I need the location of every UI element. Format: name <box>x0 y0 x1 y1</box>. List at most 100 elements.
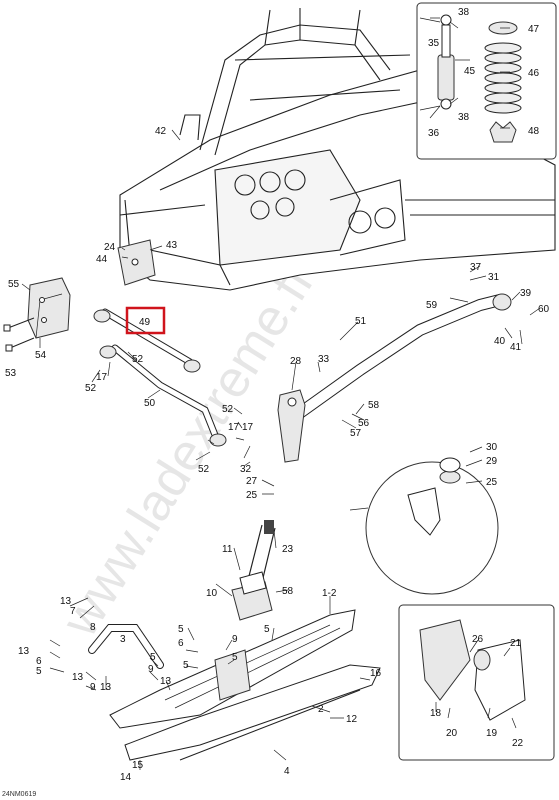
callout-4: 4 <box>284 766 290 777</box>
callout-27: 27 <box>246 476 258 487</box>
callout-9-a: 9 <box>232 634 238 645</box>
handle-3 <box>88 624 164 669</box>
callout-17-a: 17 <box>228 422 240 433</box>
callout-33: 33 <box>318 354 330 365</box>
callout-51: 51 <box>355 316 367 327</box>
callout-49: 49 <box>139 317 151 328</box>
radius-rod-49 <box>93 308 201 373</box>
callout-37: 37 <box>470 262 482 273</box>
spring-23 <box>247 520 276 583</box>
callout-52-bottom: 52 <box>198 464 210 475</box>
callout-13-low: 13 <box>72 672 84 683</box>
spindle-detail-inset <box>349 457 499 595</box>
callout-16: 16 <box>370 668 382 679</box>
callout-25: 25 <box>246 490 258 501</box>
bracket-24 <box>117 239 156 286</box>
callout-5-a: 5 <box>178 624 184 635</box>
radius-rod-50 <box>99 344 227 447</box>
callout-9: 9 <box>148 664 154 675</box>
callout-5-d: 5 <box>264 624 270 635</box>
callout-47: 47 <box>528 24 540 35</box>
callout-55: 55 <box>8 279 20 290</box>
callout-5-c: 5 <box>232 652 238 663</box>
callout-20: 20 <box>446 728 458 739</box>
callout-13-c: 13 <box>100 682 112 693</box>
callout-17-left: 17 <box>96 372 108 383</box>
callout-8: 8 <box>90 622 96 633</box>
callout-12: 12 <box>346 714 358 725</box>
callout-53: 53 <box>5 368 17 379</box>
ski-1-2 <box>109 609 356 729</box>
callout-1-2: 1-2 <box>322 588 337 599</box>
callout-39: 39 <box>520 288 532 299</box>
callout-31: 31 <box>488 272 500 283</box>
spindle-28 <box>277 389 306 463</box>
callout-58-lower: 58 <box>282 586 294 597</box>
callout-17-b: 17 <box>242 422 254 433</box>
runner-16 <box>124 664 381 761</box>
callout-35: 35 <box>428 38 440 49</box>
callout-42: 42 <box>155 126 167 137</box>
callout-32: 32 <box>240 464 252 475</box>
shock-absorber-inset <box>416 2 557 160</box>
callout-21: 21 <box>510 638 522 649</box>
callout-14: 14 <box>120 772 132 783</box>
callout-26: 26 <box>472 634 484 645</box>
callout-22: 22 <box>512 738 524 749</box>
bolts-53 <box>3 317 35 352</box>
callout-23: 23 <box>282 544 294 555</box>
callout-13-mid: 13 <box>18 646 30 657</box>
callout-30: 30 <box>486 442 498 453</box>
callout-10: 10 <box>206 588 218 599</box>
callout-6: 6 <box>36 656 42 667</box>
callout-60: 60 <box>538 304 550 315</box>
callout-48: 48 <box>528 126 540 137</box>
callout-57: 57 <box>350 428 362 439</box>
ski-leg-arm-51 <box>284 293 512 426</box>
callout-18: 18 <box>430 708 442 719</box>
callout-5-b: 5 <box>183 660 189 671</box>
callout-52-a: 52 <box>222 404 234 415</box>
callout-38-bottom: 38 <box>458 112 470 123</box>
callout-3: 3 <box>120 634 126 645</box>
callout-11: 11 <box>222 544 233 555</box>
callout-9-left: 9 <box>90 682 96 693</box>
ski-leg-detail-inset <box>398 604 555 761</box>
callout-46: 46 <box>528 68 540 79</box>
callout-13-right: 13 <box>160 676 172 687</box>
callout-28: 28 <box>290 356 302 367</box>
callout-25-inset: 25 <box>486 477 498 488</box>
callout-45: 45 <box>464 66 476 77</box>
callout-54: 54 <box>35 350 47 361</box>
callout-52-mid: 52 <box>132 354 144 365</box>
bracket-55 <box>27 277 71 339</box>
callout-24: 24 <box>104 242 116 253</box>
callout-43: 43 <box>166 240 178 251</box>
callout-52-left: 52 <box>85 383 97 394</box>
callout-36: 36 <box>428 128 440 139</box>
callout-15: 15 <box>132 760 144 771</box>
callout-40: 40 <box>494 336 506 347</box>
callout-56: 56 <box>358 418 370 429</box>
callout-50: 50 <box>144 398 156 409</box>
callout-41: 41 <box>510 342 522 353</box>
callout-59: 59 <box>426 300 438 311</box>
callout-labels: 35 38 45 36 38 47 46 48 42 24 44 43 55 5… <box>2 7 550 798</box>
callout-13-top: 13 <box>60 596 72 607</box>
callout-44: 44 <box>96 254 108 265</box>
callout-7: 7 <box>70 606 76 617</box>
callout-38-top: 38 <box>458 7 470 18</box>
callout-2: 2 <box>318 704 324 715</box>
callout-19: 19 <box>486 728 498 739</box>
callout-6-a: 6 <box>178 638 184 649</box>
callout-5-left: 5 <box>36 666 42 677</box>
leader-lines <box>21 17 541 770</box>
callout-29: 29 <box>486 456 498 467</box>
highlight-box-49 <box>125 306 166 335</box>
callout-5-mid: 5 <box>150 652 156 663</box>
diagram-code: 24NM0619 <box>2 791 36 798</box>
ski-leg-10 <box>231 571 273 621</box>
callout-58-upper: 58 <box>368 400 380 411</box>
